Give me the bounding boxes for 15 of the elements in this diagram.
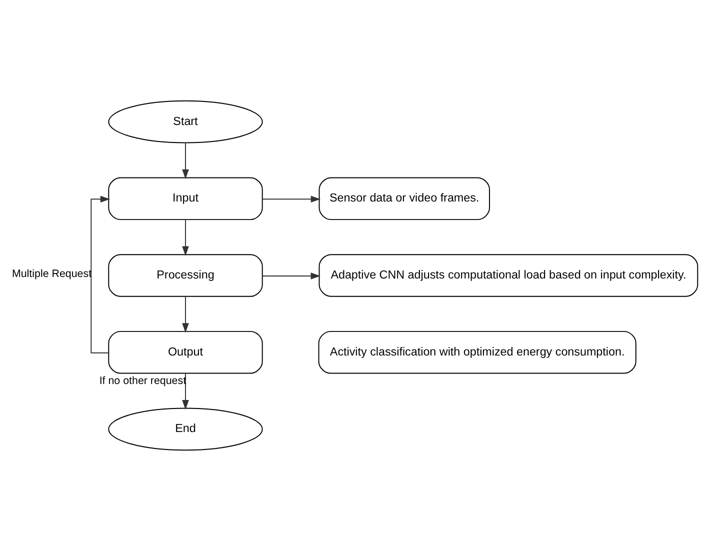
node-box: Output <box>108 330 263 374</box>
arrow <box>182 218 189 256</box>
node-box: Processing <box>108 254 263 296</box>
node-box: Adaptive CNN adjusts computational load based on input complexity. <box>318 254 698 296</box>
arrow <box>182 296 189 332</box>
arrow <box>182 372 189 410</box>
node-ellipse: End <box>108 407 263 450</box>
node-box: Activity classification with optimized energy consumption. <box>318 330 636 374</box>
node-ellipse: Start <box>108 100 263 143</box>
arrow <box>262 195 321 202</box>
node-box: Input <box>108 176 263 220</box>
arrow <box>262 272 320 279</box>
node-box: Sensor data or video frames. <box>318 176 490 220</box>
arrow <box>90 195 110 353</box>
arrow <box>182 142 189 179</box>
